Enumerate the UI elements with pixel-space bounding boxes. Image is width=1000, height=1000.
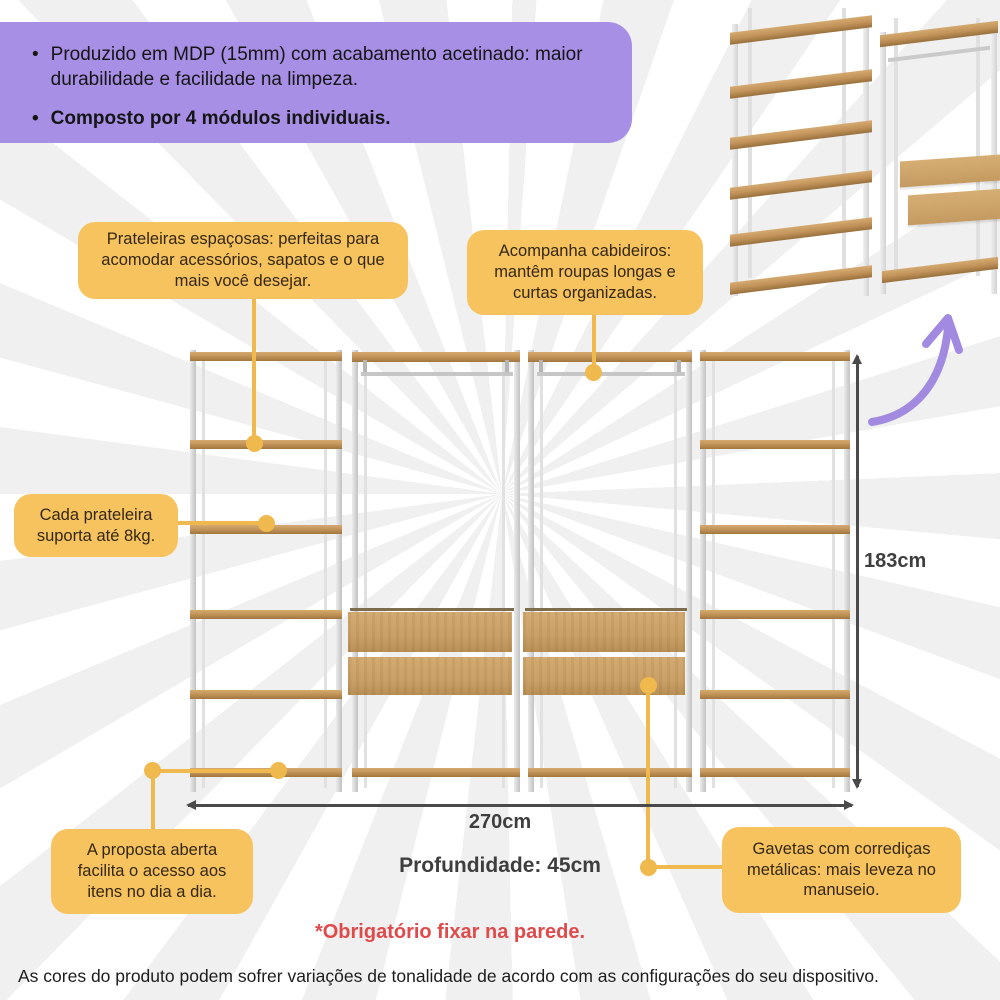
drawer-front [348, 657, 512, 695]
rod-hook [677, 360, 681, 374]
feature-item-modules-text: Composto por 4 módulos individuais. [50, 107, 391, 129]
bullet-icon: • [32, 44, 39, 65]
width-dimension-label: 270cm [468, 811, 532, 833]
rod-hook [505, 360, 509, 374]
callout-shelf-capacity: Cada prateleira suporta até 8kg. [14, 494, 178, 557]
connector-dot [640, 677, 657, 694]
connector-line-hangers [592, 312, 596, 374]
connector-dot [640, 859, 657, 876]
feature-item-material-text: Produzido em MDP (15mm) com acabamento a… [50, 44, 583, 91]
frame-post [842, 8, 846, 278]
callout-hangers: Acompanha cabideiros: mantêm roupas long… [467, 230, 703, 315]
wood-shelf [190, 690, 342, 699]
frame-post [540, 354, 543, 788]
drawer-front [523, 657, 685, 695]
wood-shelf [528, 352, 692, 362]
closet-drawing [185, 350, 853, 792]
frame-post [674, 354, 677, 788]
callout-drawers: Gavetas com corrediças metálicas: mais l… [722, 827, 961, 913]
frame-post [894, 18, 898, 276]
connector-dot [246, 435, 263, 452]
curved-arrow-icon [868, 314, 963, 426]
connector-line-drawers [646, 865, 724, 869]
connector-dot [270, 762, 287, 779]
frame-post [832, 354, 835, 788]
frame-post [844, 350, 850, 792]
connector-line-open [151, 769, 155, 831]
rod-hook [539, 360, 543, 374]
frame-post [324, 354, 327, 788]
connector-line-shelves [252, 296, 256, 444]
connector-dot [144, 762, 161, 779]
feature-info-box: • Produzido em MDP (15mm) com acabamento… [0, 22, 632, 143]
frame-post [712, 354, 715, 788]
feature-item-modules: • Composto por 4 módulos individuais. [32, 106, 602, 131]
callout-open-concept: A proposta aberta facilita o acesso aos … [51, 829, 253, 914]
frame-post [502, 354, 505, 788]
frame-post [352, 350, 358, 792]
frame-post [336, 350, 342, 792]
thumbnail-shelf-module [722, 8, 878, 296]
frame-post [732, 24, 738, 296]
height-dimension-arrow [852, 354, 862, 789]
frame-post [202, 354, 205, 788]
connector-line-capacity [176, 521, 268, 525]
wood-shelf [700, 525, 850, 534]
connector-line-drawers [646, 688, 650, 869]
thumbnail-wardrobe-module [880, 18, 1000, 296]
drawer-front [348, 612, 512, 652]
wood-shelf [190, 440, 342, 449]
callout-shelves: Prateleiras espaçosas: perfeitas para ac… [78, 222, 408, 299]
wood-shelf [528, 768, 692, 777]
wall-fixing-warning: *Obrigatório fixar na parede. [314, 921, 586, 943]
frame-post [686, 350, 692, 792]
callout-hangers-text: Acompanha cabideiros: mantêm roupas long… [494, 242, 676, 302]
wood-shelf [352, 768, 520, 777]
wood-shelf [882, 256, 998, 284]
hanging-rod [537, 372, 685, 376]
drawer-front [523, 612, 685, 652]
callout-shelves-text: Prateleiras espaçosas: perfeitas para ac… [101, 230, 385, 290]
width-dimension-arrow [186, 800, 854, 810]
connector-dot [258, 515, 275, 532]
drawer-front [900, 154, 1000, 188]
hanging-rod [888, 45, 990, 63]
wood-shelf [352, 352, 520, 362]
frame-post [700, 350, 706, 792]
wood-shelf [700, 690, 850, 699]
frame-post [880, 32, 886, 294]
callout-shelf-capacity-text: Cada prateleira suporta até 8kg. [36, 505, 156, 545]
hanging-rod [361, 372, 513, 376]
wood-shelf [700, 768, 850, 777]
frame-post [976, 18, 980, 276]
feature-item-material: • Produzido em MDP (15mm) com acabamento… [32, 42, 602, 93]
frame-post [514, 350, 520, 792]
drawer-slot [350, 608, 514, 611]
drawer-slot [525, 608, 687, 611]
callout-drawers-text: Gavetas com corrediças metálicas: mais l… [747, 839, 936, 900]
depth-dimension-label: Profundidade: 45cm [399, 854, 601, 877]
rod-hook [363, 360, 367, 374]
wood-shelf [190, 610, 342, 619]
frame-post [190, 350, 196, 792]
frame-post [863, 24, 869, 296]
wood-shelf [700, 610, 850, 619]
drawer-front [908, 188, 1000, 226]
wood-shelf [700, 440, 850, 449]
frame-post [364, 354, 367, 788]
connector-line-open [151, 769, 279, 773]
color-disclaimer: As cores do produto podem sofrer variaçõ… [18, 966, 879, 986]
callout-open-concept-text: A proposta aberta facilita o acesso aos … [77, 841, 227, 901]
frame-post [528, 350, 534, 792]
wood-shelf [190, 352, 342, 361]
wood-shelf [700, 352, 850, 361]
bullet-icon: • [32, 107, 39, 129]
connector-dot [585, 364, 602, 381]
height-dimension-label: 183cm [864, 550, 927, 572]
